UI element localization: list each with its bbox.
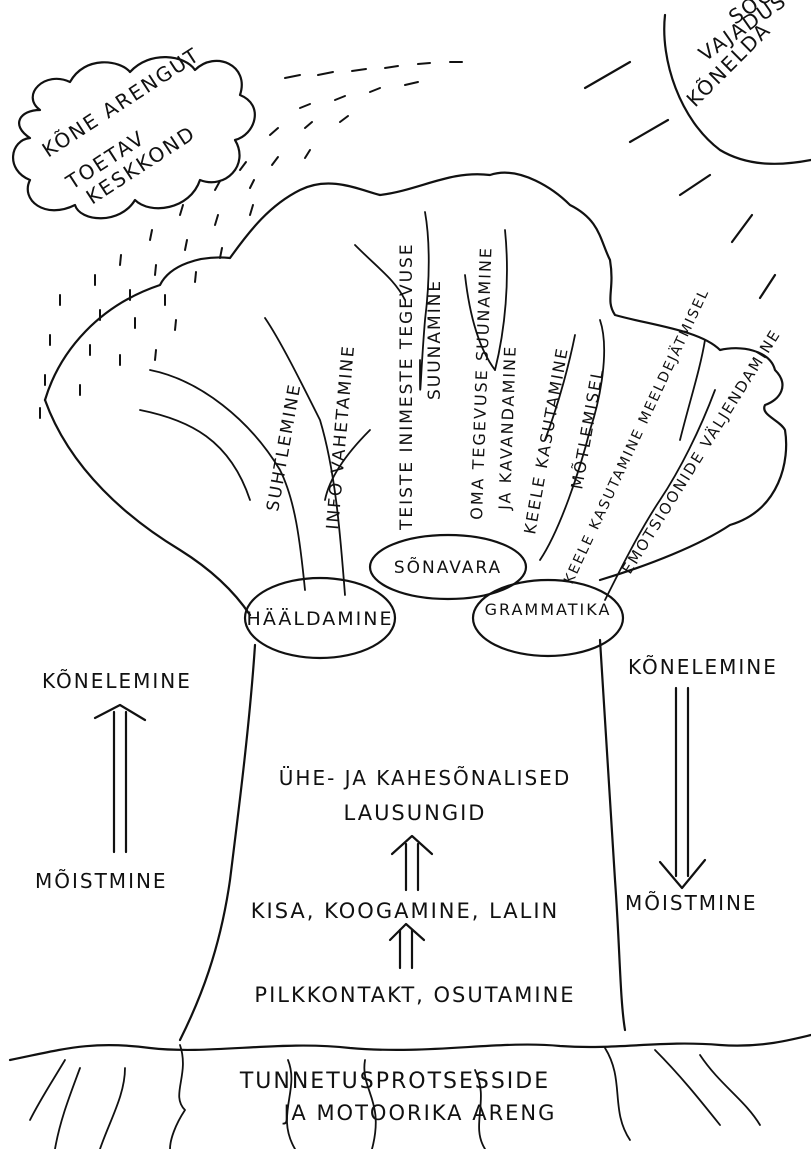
trunk-up-arrow-2 [390, 924, 424, 968]
node-sonavara: SÕNAVARA [370, 535, 526, 599]
ground-line [10, 1035, 811, 1060]
node-haaldamine: HÄÄLDAMINE [245, 578, 395, 658]
trunk-right-edge [600, 640, 625, 1030]
branch-info-vahetamine: INFO VAHETAMINE [323, 344, 359, 531]
branch-keele-line1: KEELE KASUTAMINE [520, 345, 572, 535]
node-sonavara-label: SÕNAVARA [394, 556, 502, 578]
branch-oma-line2: JA KAVANDAMINE [495, 345, 520, 512]
branch-suhtlemine: SUHTLEMINE [263, 382, 305, 513]
trunk-kisa: KISA, KOOGAMINE, LALIN [251, 899, 560, 923]
trunk-lausungid-line1: ÜHE- JA KAHESÕNALISED [279, 766, 571, 790]
trunk-pilk: PILKKONTAKT, OSUTAMINE [254, 983, 575, 1007]
branch-teiste-line1: TEISTE INIMESTE TEGEVUSE [397, 242, 417, 531]
node-grammatika-label: GRAMMATIKA [485, 600, 612, 619]
trunk-up-arrow-1 [392, 836, 432, 890]
trunk-lausungid-line2: LAUSUNGID [344, 801, 487, 825]
left-moistmine: MÕISTMINE [35, 869, 168, 893]
branch-teiste-line2: SUUNAMINE [425, 279, 445, 400]
left-up-arrow [95, 705, 145, 852]
branch-keele-line2: MÕTLEMISEL [567, 366, 607, 490]
root-lines [30, 1045, 760, 1149]
right-down-arrow [660, 688, 705, 888]
trunk-left-edge [180, 645, 255, 1040]
right-konelemine: KÕNELEMINE [628, 655, 778, 679]
node-grammatika: GRAMMATIKA [473, 580, 623, 656]
roots-line2: JA MOTOORIKA ARENG [282, 1101, 557, 1125]
branch-lines [140, 212, 715, 600]
right-moistmine: MÕISTMINE [625, 891, 758, 915]
tree-crown-left-inner [45, 400, 250, 615]
roots-line1: TUNNETUSPROTSESSIDE [239, 1069, 550, 1094]
left-konelemine: KÕNELEMINE [42, 669, 192, 693]
node-haaldamine-label: HÄÄLDAMINE [247, 607, 394, 630]
branch-oma-line1: OMA TEGEVUSE SUUNAMINE [467, 246, 496, 520]
